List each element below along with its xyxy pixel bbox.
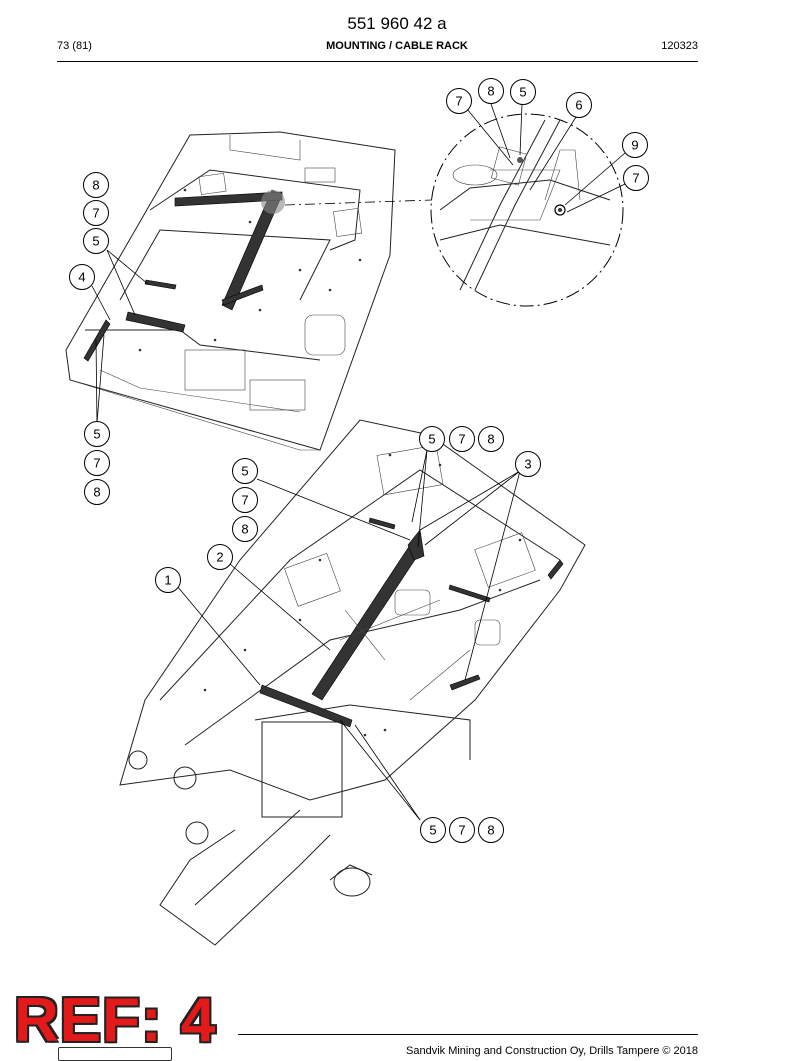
header-rule xyxy=(57,61,698,62)
document-number: 551 960 42 a xyxy=(347,14,447,33)
svg-text:8: 8 xyxy=(93,485,100,500)
callout-2: 2 xyxy=(207,544,233,570)
svg-text:5: 5 xyxy=(93,427,100,442)
svg-text:5: 5 xyxy=(519,85,526,100)
callout-5: 5 xyxy=(83,228,109,254)
callout-5: 5 xyxy=(419,426,445,452)
callout-8: 8 xyxy=(84,479,110,505)
svg-text:3: 3 xyxy=(524,457,531,472)
date-code: 120323 xyxy=(661,40,698,52)
svg-text:8: 8 xyxy=(487,823,494,838)
callout-4: 4 xyxy=(69,264,95,290)
callout-7: 7 xyxy=(232,487,258,513)
svg-text:8: 8 xyxy=(92,178,99,193)
callout-group-detail: 8 5 7 6 9 7 xyxy=(446,78,649,191)
copyright-text: Sandvik Mining and Construction Oy, Dril… xyxy=(406,1045,698,1057)
callout-7: 7 xyxy=(446,88,472,114)
svg-text:5: 5 xyxy=(92,234,99,249)
svg-text:8: 8 xyxy=(487,84,494,99)
svg-text:7: 7 xyxy=(241,493,248,508)
callout-group-lower-bottom: 5 7 8 xyxy=(420,817,504,843)
callout-7: 7 xyxy=(449,817,475,843)
svg-text:8: 8 xyxy=(487,432,494,447)
callout-5: 5 xyxy=(232,458,258,484)
callout-7: 7 xyxy=(84,450,110,476)
svg-text:7: 7 xyxy=(455,94,462,109)
callout-8: 8 xyxy=(478,426,504,452)
svg-text:2: 2 xyxy=(216,550,223,565)
callout-group-lower-left: 5 7 8 2 1 xyxy=(155,458,258,593)
lower-frame-drawing xyxy=(119,419,586,946)
svg-text:7: 7 xyxy=(93,456,100,471)
svg-text:7: 7 xyxy=(92,206,99,221)
leader-lines xyxy=(91,103,626,821)
callout-5: 5 xyxy=(510,79,536,105)
callout-group-upper-left: 8 7 5 4 5 7 8 xyxy=(69,172,110,505)
svg-text:5: 5 xyxy=(241,464,248,479)
callout-7: 7 xyxy=(83,200,109,226)
detail-view xyxy=(430,113,624,307)
svg-text:8: 8 xyxy=(241,522,248,537)
callout-3: 3 xyxy=(515,451,541,477)
callout-8: 8 xyxy=(232,516,258,542)
svg-text:5: 5 xyxy=(428,432,435,447)
svg-text:1: 1 xyxy=(164,573,171,588)
callout-9: 9 xyxy=(622,132,648,158)
callout-8: 8 xyxy=(478,817,504,843)
svg-text:6: 6 xyxy=(575,98,582,113)
sandvik-logo-icon xyxy=(58,1047,172,1061)
svg-text:7: 7 xyxy=(458,432,465,447)
callout-6: 6 xyxy=(566,92,592,118)
callout-7: 7 xyxy=(623,165,649,191)
callout-8: 8 xyxy=(478,78,504,104)
svg-text:4: 4 xyxy=(78,270,85,285)
callout-7: 7 xyxy=(449,426,475,452)
callout-5: 5 xyxy=(84,421,110,447)
callout-8: 8 xyxy=(83,172,109,198)
ref-stamp: REF: 4 xyxy=(14,986,217,1055)
svg-text:7: 7 xyxy=(632,171,639,186)
svg-text:7: 7 xyxy=(458,823,465,838)
callout-group-lower-top: 5 7 8 3 xyxy=(419,426,541,477)
svg-text:9: 9 xyxy=(631,138,638,153)
section-title: MOUNTING / CABLE RACK xyxy=(326,40,468,52)
page-count: 73 (81) xyxy=(57,40,92,52)
svg-text:5: 5 xyxy=(429,823,436,838)
callout-5: 5 xyxy=(420,817,446,843)
footer-rule xyxy=(238,1034,698,1035)
callout-1: 1 xyxy=(155,567,181,593)
upper-frame-drawing xyxy=(65,131,396,451)
